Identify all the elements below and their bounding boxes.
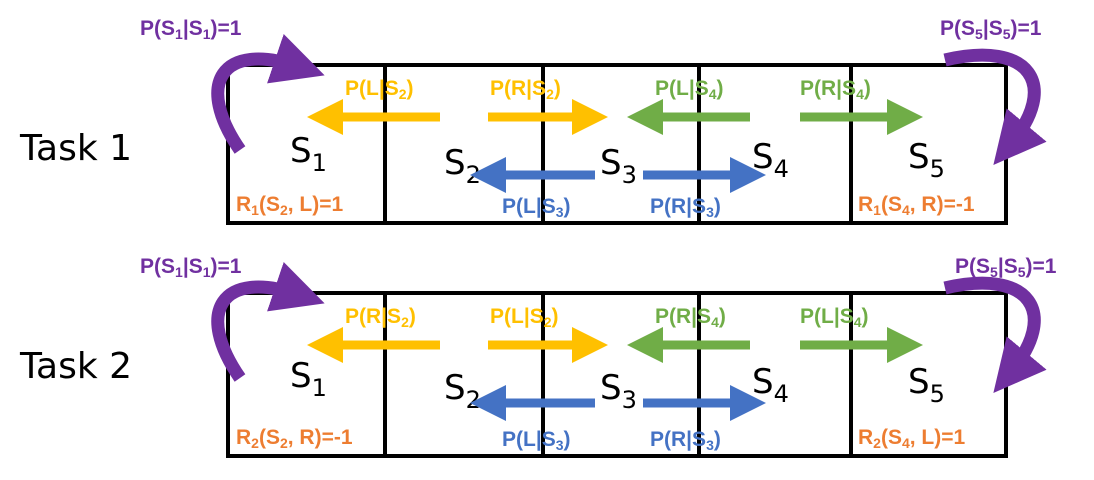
state-label-s2: S2 bbox=[444, 368, 481, 414]
blue-left-label: P(L|S3) bbox=[502, 428, 571, 453]
green-right-label: P(R|S4) bbox=[800, 77, 871, 102]
blue-right-label: P(R|S3) bbox=[650, 195, 721, 220]
green-left-label: P(R|S4) bbox=[655, 305, 726, 330]
self-loop-left-arrow bbox=[211, 34, 325, 154]
yellow-right-label: P(R|S2) bbox=[490, 77, 561, 102]
state-label-s3: S3 bbox=[600, 368, 637, 414]
reward-right-label: R2(S4, L)=1 bbox=[858, 426, 966, 451]
self-loop-right-arrow bbox=[943, 276, 1047, 393]
state-label-s1: S1 bbox=[290, 356, 327, 402]
self-loop-left-label: P(S1|S1)=1 bbox=[140, 17, 242, 42]
state-label-s5: S5 bbox=[908, 362, 945, 408]
state-label-s4: S4 bbox=[752, 137, 789, 183]
state-label-s1: S1 bbox=[290, 131, 327, 177]
green-left-label: P(L|S4) bbox=[655, 77, 724, 102]
state-label-s3: S3 bbox=[600, 143, 637, 189]
task-2-panel: Task 2 S1 S2 S3 S4 S5 P(R|S2) P(L|S2) P(R|S4) P(L… bbox=[19, 255, 1057, 458]
blue-left-label: P(L|S3) bbox=[502, 195, 571, 220]
self-loop-right-arrow bbox=[943, 48, 1047, 165]
state-label-s4: S4 bbox=[752, 362, 789, 408]
state-label-s5: S5 bbox=[908, 137, 945, 183]
yellow-left-label: P(L|S2) bbox=[345, 77, 414, 102]
green-right-label: P(L|S4) bbox=[800, 305, 869, 330]
task-title: Task 2 bbox=[19, 346, 132, 387]
self-loop-right-label: P(S5|S5)=1 bbox=[940, 17, 1042, 42]
yellow-right-label: P(L|S2) bbox=[490, 305, 559, 330]
blue-right-label: P(R|S3) bbox=[650, 428, 721, 453]
reward-left-label: R1(S2, L)=1 bbox=[236, 193, 344, 218]
self-loop-left-label: P(S1|S1)=1 bbox=[140, 255, 242, 280]
yellow-left-label: P(R|S2) bbox=[345, 305, 416, 330]
task-1-panel: Task 1 S1 S2 S3 S4 S5 P(L|S2) P(R|S2) P(L|S4) P(R… bbox=[19, 17, 1047, 225]
task-title: Task 1 bbox=[19, 128, 132, 169]
self-loop-right-label: P(S5|S5)=1 bbox=[955, 255, 1057, 280]
state-label-s2: S2 bbox=[444, 143, 481, 189]
reward-right-label: R1(S4, R)=-1 bbox=[858, 193, 975, 218]
reward-left-label: R2(S2, R)=-1 bbox=[236, 426, 353, 451]
self-loop-left-arrow bbox=[211, 262, 325, 382]
